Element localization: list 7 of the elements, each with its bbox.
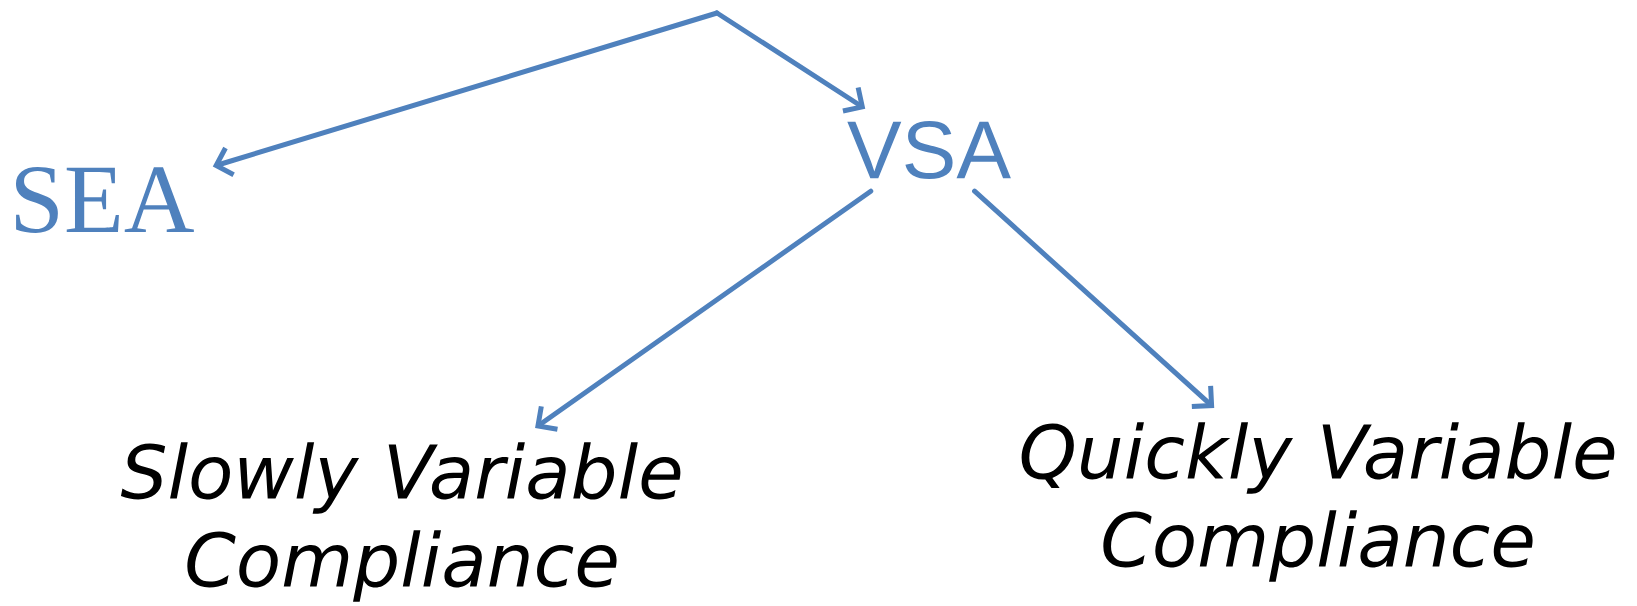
node-label: VSA	[847, 121, 1011, 179]
node-label: Quickly Variable Compliance	[1021, 422, 1615, 582]
arrow	[972, 188, 1215, 410]
node-label: SEA	[16, 167, 194, 233]
arrow	[535, 188, 874, 432]
node-label: Slowly Variable Compliance	[120, 442, 681, 602]
arrow	[714, 10, 866, 114]
